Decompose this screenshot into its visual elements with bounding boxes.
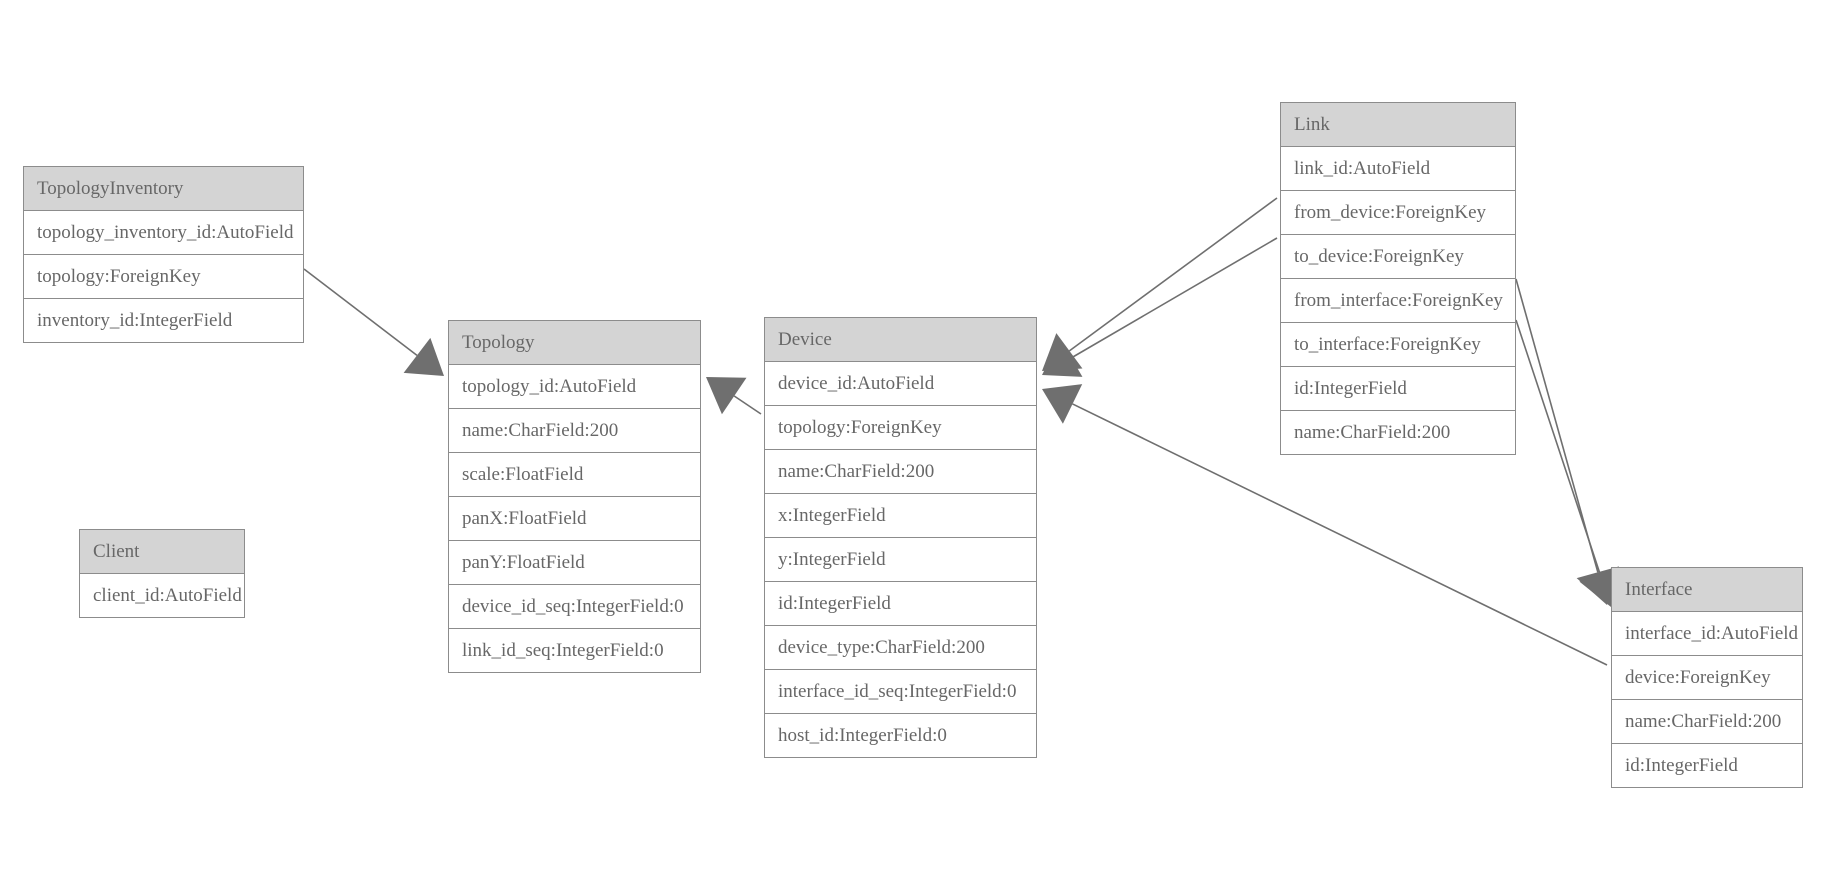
relationship-line — [303, 268, 418, 356]
entity-field-row[interactable]: id:IntegerField — [1612, 744, 1802, 787]
entity-field-row[interactable]: panX:FloatField — [449, 497, 700, 541]
entity-field-row[interactable]: name:CharField:200 — [449, 409, 700, 453]
rel-link-tointerface-interface — [1515, 319, 1622, 607]
entity-field-row[interactable]: interface_id_seq:IntegerField:0 — [765, 670, 1036, 714]
entity-field-row[interactable]: device:ForeignKey — [1612, 656, 1802, 700]
entity-field-row[interactable]: client_id:AutoField — [80, 574, 244, 617]
relationship-line — [1515, 319, 1602, 575]
entity-field-row[interactable]: topology:ForeignKey — [765, 406, 1036, 450]
entity-field-row[interactable]: panY:FloatField — [449, 541, 700, 585]
entity-field-row[interactable]: from_device:ForeignKey — [1281, 191, 1515, 235]
relationship-line — [733, 395, 762, 415]
entity-field-row[interactable]: topology:ForeignKey — [24, 255, 303, 299]
relationship-line — [1515, 278, 1599, 573]
entity-field-row[interactable]: name:CharField:200 — [1612, 700, 1802, 744]
rel-link-frominterface-interface — [1515, 278, 1620, 605]
entity-field-row[interactable]: y:IntegerField — [765, 538, 1036, 582]
relationship-arrowhead — [1042, 333, 1083, 371]
entity-field-row[interactable]: to_device:ForeignKey — [1281, 235, 1515, 279]
entity-field-row[interactable]: id:IntegerField — [1281, 367, 1515, 411]
entity-field-row[interactable]: host_id:IntegerField:0 — [765, 714, 1036, 757]
entity-field-row[interactable]: name:CharField:200 — [1281, 411, 1515, 454]
entity-field-row[interactable]: interface_id:AutoField — [1612, 612, 1802, 656]
entity-field-row[interactable]: to_interface:ForeignKey — [1281, 323, 1515, 367]
entity-field-row[interactable]: name:CharField:200 — [765, 450, 1036, 494]
relationship-arrowhead — [403, 337, 444, 376]
entity-field-row[interactable]: link_id:AutoField — [1281, 147, 1515, 191]
rel-link-fromdevice-device — [1042, 197, 1278, 371]
entity-title-link: Link — [1281, 103, 1515, 147]
rel-link-todevice-device — [1042, 237, 1278, 377]
relationship-line — [1070, 237, 1278, 359]
entity-field-row[interactable]: device_id_seq:IntegerField:0 — [449, 585, 700, 629]
entity-title-device: Device — [765, 318, 1036, 362]
entity-field-row[interactable]: from_interface:ForeignKey — [1281, 279, 1515, 323]
rel-topologyinventory-topology — [303, 268, 444, 376]
entity-field-row[interactable]: x:IntegerField — [765, 494, 1036, 538]
entity-field-row[interactable]: scale:FloatField — [449, 453, 700, 497]
relationship-arrowhead — [1042, 384, 1083, 424]
entity-title-topology: Topology — [449, 321, 700, 365]
entity-field-row[interactable]: device_type:CharField:200 — [765, 626, 1036, 670]
rel-device-topology — [706, 377, 762, 415]
entity-field-row[interactable]: topology_inventory_id:AutoField — [24, 211, 303, 255]
entity-title-client: Client — [80, 530, 244, 574]
entity-field-row[interactable]: inventory_id:IntegerField — [24, 299, 303, 342]
entity-field-row[interactable]: topology_id:AutoField — [449, 365, 700, 409]
entity-title-topology_inventory: TopologyInventory — [24, 167, 303, 211]
relationship-arrowhead — [706, 377, 747, 415]
entity-field-row[interactable]: id:IntegerField — [765, 582, 1036, 626]
relationship-arrowhead — [1042, 338, 1083, 377]
entity-title-interface: Interface — [1612, 568, 1802, 612]
relationship-line — [1068, 197, 1278, 352]
entity-field-row[interactable]: link_id_seq:IntegerField:0 — [449, 629, 700, 672]
entity-field-row[interactable]: device_id:AutoField — [765, 362, 1036, 406]
